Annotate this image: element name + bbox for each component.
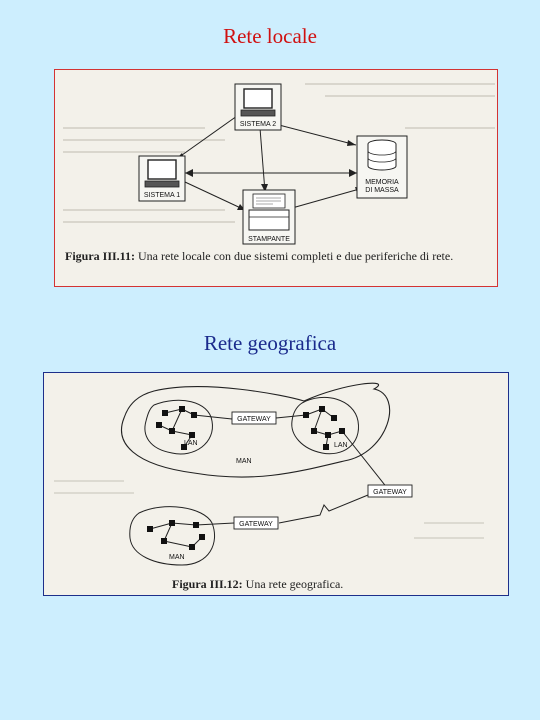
scan-noise-2	[54, 480, 484, 539]
lan-region-right	[291, 396, 359, 455]
label-memoria-line1: MEMORIA	[365, 179, 399, 186]
computer-icon-sistema1	[138, 155, 186, 202]
figure1-caption-number: Figura III.11:	[65, 249, 136, 263]
lan-right-nodes	[303, 406, 345, 450]
label-man-top: MAN	[236, 458, 252, 465]
link-gateway-lanright	[275, 414, 307, 419]
link-s1-stampante	[184, 181, 246, 211]
label-gateway-right: GATEWAY	[373, 489, 407, 496]
figure1-caption: Figura III.11: Una rete locale con due s…	[65, 248, 493, 264]
link-gateway-manbottom	[195, 522, 235, 526]
geographic-network-diagram: GATEWAY GATEWAY GATEWAY	[54, 382, 484, 566]
printer-icon	[242, 189, 296, 245]
gateway-box-right	[367, 484, 413, 498]
label-lan-left: LAN	[184, 440, 198, 447]
figure-geographic-network: GATEWAY GATEWAY GATEWAY	[43, 372, 509, 596]
figure2-caption-number: Figura III.12:	[172, 577, 243, 591]
figure-local-network: SISTEMA 2 SISTEMA 1 MEMORIA DI MASSA S	[54, 69, 498, 287]
title-rete-locale: Rete locale	[223, 24, 317, 48]
figure2-caption-text: Una rete geografica.	[242, 577, 344, 591]
label-man-bottom: MAN	[169, 554, 185, 561]
disk-storage-icon	[356, 135, 408, 199]
label-gateway-bottom: GATEWAY	[239, 521, 273, 528]
title-rete-geografica: Rete geografica	[203, 331, 337, 355]
label-gateway-top: GATEWAY	[237, 416, 271, 423]
link-stampante-memoria	[284, 187, 364, 211]
man-region-bottom	[129, 506, 216, 566]
label-sistema2: SISTEMA 2	[240, 121, 276, 128]
link-s2-stampante	[259, 127, 266, 193]
label-lan-right: LAN	[334, 442, 348, 449]
man-bottom-nodes	[147, 520, 205, 550]
link-s2-memoria	[278, 124, 357, 146]
scan-noise	[63, 83, 495, 223]
man-region-top	[121, 382, 391, 478]
figure2-caption: Figura III.12: Una rete geografica.	[172, 576, 472, 592]
lan-left-nodes	[156, 406, 197, 450]
lan-region-left	[144, 399, 213, 455]
label-sistema1: SISTEMA 1	[144, 192, 180, 199]
computer-icon-sistema2	[234, 83, 282, 131]
connections	[174, 115, 364, 211]
figure1-caption-text: Una rete locale con due sistemi completi…	[135, 249, 454, 263]
link-wan	[278, 494, 369, 524]
label-stampante: STAMPANTE	[248, 236, 290, 243]
link-s2-s1	[174, 115, 238, 161]
label-memoria-line2: DI MASSA	[365, 187, 399, 194]
local-network-diagram: SISTEMA 2 SISTEMA 1 MEMORIA DI MASSA S	[63, 83, 495, 245]
